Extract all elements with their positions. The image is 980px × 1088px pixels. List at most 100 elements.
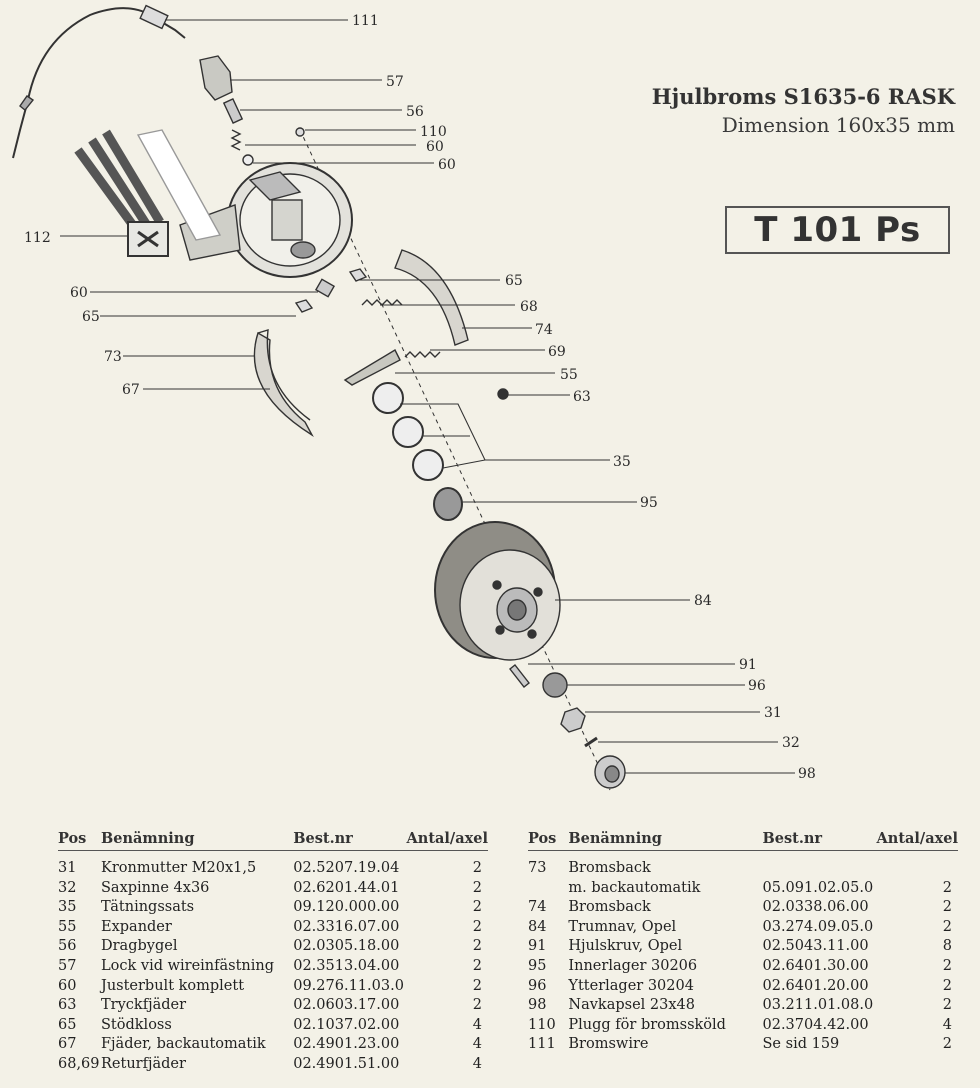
cell-part-number: 02.4901.51.00: [293, 1055, 400, 1072]
table-header-row: Pos Benämning Best.nr Antal/axel: [58, 830, 488, 851]
table-row: 67 Fjäder, backautomatik 02.4901.23.00 4: [58, 1035, 488, 1055]
cell-quantity: 8: [942, 938, 952, 955]
callout-98: 98: [798, 766, 816, 782]
callout-91: 91: [739, 657, 757, 673]
callout-112: 112: [24, 230, 51, 246]
cell-pos: 60: [58, 977, 77, 994]
cell-name: Trumnav, Opel: [568, 918, 677, 935]
cell-name: Lock vid wireinfästning: [101, 957, 275, 974]
cell-quantity: 2: [942, 957, 952, 974]
assembly-axis: [299, 129, 611, 791]
table-spacer: [528, 851, 958, 860]
expander-part: [343, 349, 401, 386]
cell-pos: 84: [528, 918, 547, 935]
callout-84: 84: [694, 593, 712, 609]
cell-name: Expander: [101, 918, 172, 935]
cell-part-number: 02.0305.18.00: [293, 938, 400, 955]
cell-part-number: 02.0338.06.00: [762, 899, 869, 916]
cell-part-number: 02.1037.02.00: [293, 1016, 400, 1033]
cell-part-number: 09.120.000.00: [293, 899, 400, 916]
cell-name: Saxpinne 4x36: [101, 879, 210, 896]
callout-74: 74: [535, 322, 553, 338]
brake-drum-hub: [434, 521, 561, 661]
cell-quantity: 2: [472, 860, 482, 876]
cell-pos: 65: [58, 1016, 77, 1033]
cell-quantity: 2: [942, 1036, 952, 1053]
cell-pos: 31: [58, 860, 77, 876]
cell-name: Fjäder, backautomatik: [101, 1036, 266, 1053]
cell-part-number: 02.3316.07.00: [293, 918, 400, 935]
column-header-qty: Antal/axel: [876, 830, 958, 851]
cell-part-number: 02.0603.17.00: [293, 997, 400, 1014]
cell-quantity: 2: [942, 879, 952, 896]
cell-quantity: 4: [472, 1036, 482, 1053]
cell-pos: 32: [58, 879, 77, 896]
callout-55: 55: [560, 367, 578, 383]
cell-name: Bromswire: [568, 1036, 649, 1053]
column-header-name: Benämning: [101, 830, 294, 851]
cell-name: Bromsback: [568, 899, 651, 916]
axle-tube-assembly: [74, 129, 222, 257]
cell-name: Plugg för bromssköld: [568, 1016, 726, 1033]
column-header-pos: Pos: [528, 830, 569, 851]
table-header-row: Pos Benämning Best.nr Antal/axel: [528, 830, 958, 851]
cell-part-number: 03.274.09.05.0: [762, 918, 874, 935]
page-subtitle: Dimension 160x35 mm: [721, 113, 955, 137]
cell-name: m. backautomatik: [568, 879, 701, 896]
callout-60: 60: [438, 157, 456, 173]
table-row: 73 Bromsback: [528, 859, 958, 879]
callout-65: 65: [82, 309, 100, 325]
cell-quantity: 4: [472, 1055, 482, 1072]
cell-pos: 56: [58, 938, 77, 955]
cell-quantity: [877, 859, 958, 879]
cell-name: Bromsback: [568, 860, 651, 876]
cell-part-number: 03.211.01.08.0: [762, 997, 874, 1014]
cell-part-number: 02.3704.42.00: [762, 1016, 869, 1033]
cell-pos: 67: [58, 1036, 77, 1053]
cell-pos: 55: [58, 918, 77, 935]
callout-63: 63: [573, 389, 591, 405]
callout-69: 69: [548, 344, 566, 360]
cell-part-number: [763, 859, 877, 879]
cell-part-number: 02.5207.19.04: [293, 860, 400, 876]
catalog-code-box: T 101 Ps: [725, 206, 950, 254]
cell-part-number: Se sid 159: [762, 1036, 840, 1053]
table-spacer: [58, 851, 488, 860]
callout-60: 60: [70, 285, 88, 301]
cell-quantity: 2: [472, 997, 482, 1014]
brake-backplate: [179, 162, 353, 278]
cell-pos: 73: [528, 860, 547, 876]
cable-cover-part: [199, 55, 233, 101]
spacer-cell: [58, 851, 488, 860]
cell-pos: 68,69: [58, 1055, 100, 1072]
cell-part-number: 02.6201.44.01: [293, 879, 400, 896]
callout-35: 35: [613, 454, 631, 470]
cell-name: Stödkloss: [101, 1016, 172, 1033]
exploded-view-diagram: 111 57 56 110 60 60 112 65 60 68 65 74 7…: [12, 4, 816, 791]
cell-part-number: 02.6401.30.00: [762, 957, 869, 974]
cell-pos: 98: [528, 997, 547, 1014]
cell-quantity: 2: [472, 957, 482, 974]
cell-pos: 96: [528, 977, 547, 994]
cell-pos: [528, 879, 568, 899]
cell-pos: 63: [58, 997, 77, 1014]
cell-quantity: 2: [472, 977, 482, 994]
callout-32: 32: [782, 735, 800, 751]
cell-part-number: 02.4901.23.00: [293, 1036, 400, 1053]
